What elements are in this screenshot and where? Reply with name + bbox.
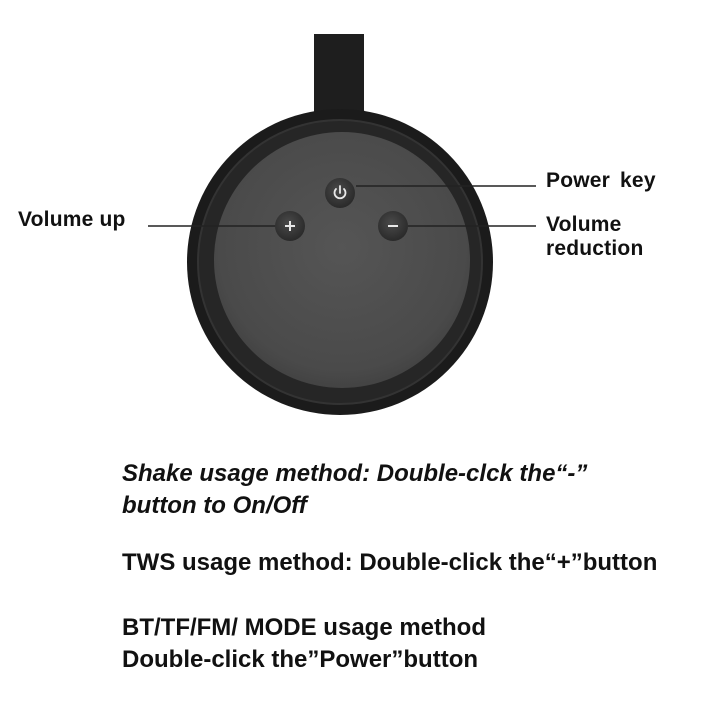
power-button[interactable] — [325, 178, 355, 208]
label-power-key: Power key — [546, 169, 656, 192]
speaker-face — [214, 132, 470, 388]
speaker-strap — [314, 34, 364, 124]
label-volume-reduction: Volume reduction — [546, 213, 643, 261]
instruction-shake-line2: button to On/Off — [122, 492, 307, 519]
volume-down-button[interactable] — [378, 211, 408, 241]
instruction-tws-line: TWS usage method: Double-click the“+”but… — [122, 549, 658, 576]
instruction-bt-line1: BT/TF/FM/ MODE usage method — [122, 614, 486, 641]
instruction-bt-line2: Double-click the”Power”button — [122, 646, 479, 673]
instruction-bt-mode: BT/TF/FM/ MODE usage method Double-click… — [122, 612, 642, 676]
power-icon — [333, 185, 347, 200]
instruction-shake: Shake usage method: Double-clck the“-” b… — [122, 458, 642, 522]
plus-icon — [285, 221, 295, 231]
label-volume-reduction-line2: reduction — [546, 237, 644, 260]
instruction-shake-line1: Shake usage method: Double-clck the“-” — [122, 460, 588, 487]
volume-up-button[interactable] — [275, 211, 305, 241]
instruction-tws: TWS usage method: Double-click the“+”but… — [122, 547, 682, 579]
label-volume-reduction-line1: Volume — [546, 213, 622, 236]
label-volume-up: Volume up — [18, 208, 126, 231]
